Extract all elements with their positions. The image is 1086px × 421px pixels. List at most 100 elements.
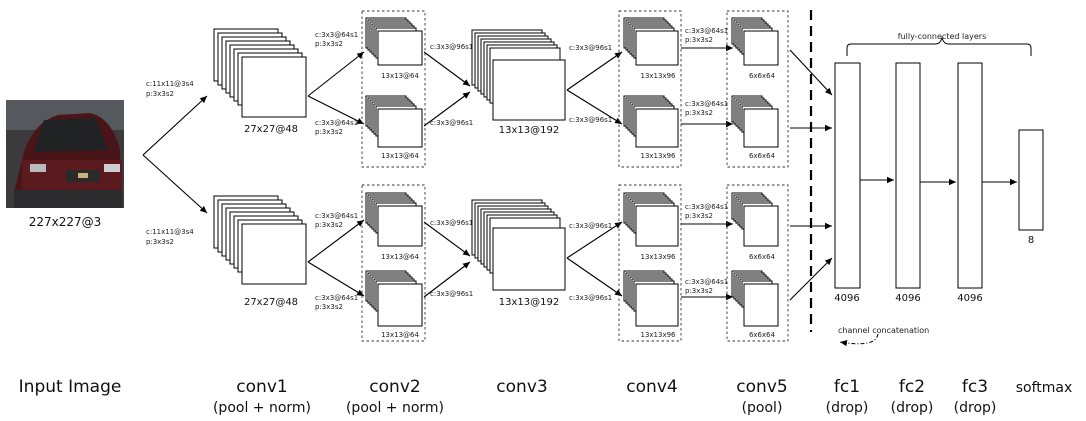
- conv3-params-d: c:3x3@96s1: [430, 290, 473, 298]
- arrow-conv1-conv2-a: [307, 51, 365, 97]
- conv4-bottom-dashed-box: [618, 184, 682, 342]
- input-size-label: 227x227@3: [29, 215, 102, 229]
- conv3-top-size-label: 13x13@192: [499, 125, 559, 136]
- conv2-params-d-line1: c:3x3@64s1: [315, 294, 358, 302]
- arrow-conv5-fc1-d: [789, 257, 833, 301]
- stage-sub-conv1: (pool + norm): [213, 400, 311, 416]
- conv3-bottom-size-label: 13x13@192: [499, 297, 559, 308]
- stage-label-input: Input Image: [19, 377, 122, 397]
- conv2-params-c-line2: p:3x3s2: [315, 221, 343, 229]
- arrow-conv3-conv4-b: [566, 89, 623, 125]
- conv5-params-b-line1: c:3x3@64s1: [685, 100, 728, 108]
- conv4-params-a: c:3x3@96s1: [569, 44, 612, 52]
- conv5-params-b-line2: p:3x3s2: [685, 109, 713, 117]
- conv4-size-label-c: 13x13x96: [640, 253, 676, 261]
- arrow-input-conv1-top: [142, 95, 208, 156]
- conv4-stack-d: [623, 270, 679, 327]
- fc3-layer: [957, 62, 983, 289]
- conv5-stack-d: [731, 270, 779, 327]
- conv5-params-c-line2: p:3x3s2: [685, 212, 713, 220]
- fc2-layer: [895, 62, 921, 289]
- conv4-size-label-d: 13x13x96: [640, 331, 676, 339]
- conv1-top-params-line1: c:11x11@3s4: [146, 80, 194, 88]
- conv2-size-label-b: 13x13@64: [381, 152, 419, 160]
- conv2-stack-b: [365, 95, 423, 148]
- conv4-stack-b: [623, 95, 679, 148]
- conv2-params-a-line1: c:3x3@64s1: [315, 31, 358, 39]
- arrow-conv1-conv2-b: [307, 95, 365, 125]
- conv5-stack-a: [731, 17, 779, 66]
- conv4-stack-c: [623, 192, 679, 247]
- conv2-params-b-line1: c:3x3@64s1: [315, 119, 358, 127]
- conv1-bottom-params-line2: p:3x3s2: [146, 238, 174, 246]
- conv4-top-dashed-box: [618, 10, 682, 168]
- stage-label-fc2: fc2: [899, 377, 925, 397]
- conv5-size-label-a: 6x6x64: [749, 72, 776, 80]
- arrow-conv3-conv4-c: [566, 221, 623, 259]
- conv2-stack-a: [365, 17, 423, 66]
- stage-label-fc1: fc1: [834, 377, 860, 397]
- arrow-conv1-conv2-c: [307, 219, 365, 263]
- conv2-top-dashed-box: [361, 10, 426, 168]
- stage-label-conv5: conv5: [736, 377, 787, 397]
- conv4-size-label-b: 13x13x96: [640, 152, 676, 160]
- stage-label-conv1: conv1: [236, 377, 287, 397]
- softmax-size-label: 8: [1028, 235, 1034, 246]
- stage-sub-fc2: (drop): [891, 400, 934, 416]
- stage-sub-conv5: (pool): [742, 400, 783, 416]
- stage-sub-fc1: (drop): [826, 400, 869, 416]
- stage-label-fc3: fc3: [962, 377, 988, 397]
- conv2-stack-d: [365, 270, 423, 327]
- fc2-size-label: 4096: [895, 293, 920, 304]
- conv1-bottom-params-line1: c:11x11@3s4: [146, 228, 194, 236]
- conv5-bottom-dashed-box: [726, 184, 789, 342]
- fc-bracket-label: fully-connected layers: [898, 32, 986, 41]
- conv2-bottom-dashed-box: [361, 184, 426, 342]
- conv5-stack-b: [731, 95, 779, 148]
- conv5-params-c-line1: c:3x3@64s1: [685, 203, 728, 211]
- conv5-size-label-b: 6x6x64: [749, 152, 776, 160]
- conv2-stack-c: [365, 192, 423, 247]
- stage-label-conv2: conv2: [369, 377, 420, 397]
- fc1-size-label: 4096: [834, 293, 859, 304]
- conv3-top-stack: [471, 29, 566, 121]
- fc-bracket: [846, 36, 1032, 56]
- arrow-input-conv1-bottom: [142, 154, 208, 214]
- conv3-params-a: c:3x3@96s1: [430, 43, 473, 51]
- conv2-size-label-c: 13x13@64: [381, 253, 419, 261]
- concat-annotation-label: channel concatenation: [838, 326, 929, 335]
- conv2-size-label-d: 13x13@64: [381, 331, 419, 339]
- arrow-conv5-fc1-a: [789, 49, 833, 96]
- stage-sub-conv2: (pool + norm): [346, 400, 444, 416]
- arrow-conv1-conv2-d: [307, 261, 365, 297]
- conv4-size-label-a: 13x13x96: [640, 72, 676, 80]
- input-image: [6, 100, 124, 208]
- conv2-size-label-a: 13x13@64: [381, 72, 419, 80]
- conv3-bottom-stack: [471, 199, 566, 291]
- conv5-params-a-line1: c:3x3@64s1: [685, 27, 728, 35]
- conv2-params-b-line2: p:3x3s2: [315, 128, 343, 136]
- conv3-params-c: c:3x3@96s1: [430, 219, 473, 227]
- arrow-conv2-conv3-c: [423, 221, 471, 257]
- conv1-top-stack: [213, 28, 307, 118]
- conv4-stack-a: [623, 17, 679, 66]
- conv4-params-d: c:3x3@96s1: [569, 294, 612, 302]
- conv4-params-b: c:3x3@96s1: [569, 116, 612, 124]
- arrow-conv2-conv3-a: [423, 51, 471, 87]
- concat-annotation-arrow: [839, 333, 879, 347]
- arrow-conv2-conv3-b: [423, 91, 471, 127]
- fc1-layer: [834, 62, 861, 289]
- conv1-top-size-label: 27x27@48: [244, 124, 298, 135]
- conv5-params-d-line2: p:3x3s2: [685, 287, 713, 295]
- conv5-size-label-d: 6x6x64: [749, 331, 776, 339]
- arrow-conv3-conv4-d: [566, 257, 623, 297]
- stage-label-conv3: conv3: [496, 377, 547, 397]
- stage-label-conv4: conv4: [626, 377, 677, 397]
- conv1-bottom-stack: [213, 195, 307, 285]
- conv2-params-c-line1: c:3x3@64s1: [315, 212, 358, 220]
- fc3-size-label: 4096: [957, 293, 982, 304]
- conv5-params-a-line2: p:3x3s2: [685, 36, 713, 44]
- conv5-params-d-line1: c:3x3@64s1: [685, 278, 728, 286]
- stage-label-softmax: softmax: [1016, 380, 1073, 396]
